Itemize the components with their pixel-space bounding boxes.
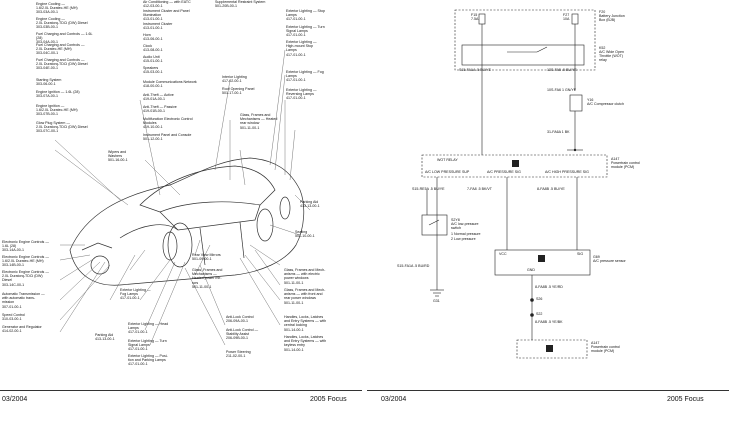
sensor-pin-vcc: VCC [499, 252, 507, 256]
label-wipers-washers: Wipers and Washers 501-16-00-1 [108, 150, 128, 163]
label-power-windows: Glass, Frames and Mech- anisms — with el… [284, 268, 326, 285]
label-fuel-charging-b: Fuel Charging and Controls — 2.0L Durate… [36, 43, 85, 56]
box-pcm-lower: A147 Powertrain control module (PCM) [591, 341, 620, 353]
label-turn-signal-lamps-rear: Exterior Lighting — Turn Signal Lamps 41… [286, 25, 325, 38]
fuse-f15: F15 7.5A [471, 13, 479, 21]
box-low-pressure-switch: S2Y8 A/C low-pressure switch [451, 218, 479, 230]
label-heated-rear-window: Glass, Frames and Mechanisms — Heated re… [240, 113, 278, 130]
switch-legend-2: 2 Low pressure [451, 237, 476, 241]
pcm-pin-pressure-sig: A/C PRESSURE SIG [487, 170, 521, 174]
label-roof-opening-panel: Roof Opening Panel 501-17-00-1 [222, 87, 255, 96]
label-engine-cooling-a: Engine Cooling — 1.6/2.0L Duratec-HE (MH… [36, 2, 78, 15]
label-air-conditioning: Air Conditioning — with EATC 412-03-00-1 [143, 0, 191, 9]
label-anti-theft-active: Anti-Theft — Active 419-01A-00-1 [143, 93, 174, 102]
wire-label-3: 10S-FA6 1 GN/YE [547, 88, 577, 92]
fuse-f27: F27 10A [563, 13, 570, 21]
label-fuel-charging-a: Fuel Charging and Controls — 1.6L (28) 3… [36, 32, 93, 45]
label-fog-lamps-front: Exterior Lighting — Fog Lamps 417-01-00-… [120, 288, 151, 301]
label-engine-cooling-b: Engine Cooling — 2.0L Duratorq-TDCi (DW)… [36, 17, 88, 30]
label-fuel-charging-c: Fuel Charging and Controls — 2.0L Durato… [36, 58, 88, 71]
label-engine-ignition-b: Engine Ignition — 1.6/2.0L Duratec-HE (M… [36, 104, 78, 117]
label-rear-view-mirrors: Rear View Mirrors 501-09-00-1 [192, 253, 221, 262]
label-speed-control: Speed Control 310-03-00-1 [2, 313, 25, 322]
wire-label-10: 8-FA8B .5 YE/BK [535, 320, 563, 324]
label-instrument-cluster: Instrument Cluster 413-01-00-1 [143, 22, 173, 31]
wire-label-2: 13S-FA5 .5 BU/YE [547, 68, 577, 72]
box-compressor-clutch: Y16 A/C Compressor clutch [587, 98, 624, 106]
label-front-rear-windows: Glass, Frames and Mech- anisms — with fr… [284, 288, 326, 305]
wire-label-9: 8-FA8B .5 YE/RD [535, 285, 563, 289]
label-engine-ignition-a: Engine Ignition — 1.6L (28) 303-07A-00-1 [36, 90, 80, 99]
label-anti-lock-control: Anti-Lock Control 206-09A-00-1 [226, 315, 254, 324]
label-electronic-engine-a: Electronic Engine Controls — 1.6L (28) 3… [2, 240, 49, 253]
car-illustration [54, 49, 311, 346]
footer-rule [0, 390, 362, 391]
footer-model-right: 2005 Focus [667, 396, 704, 403]
label-module-communications: Module Communications Network 418-00-00-… [143, 80, 197, 89]
label-automatic-transmission: Automatic Transmission — with automatic … [2, 292, 45, 309]
label-central-locking: Handles, Locks, Latches and Entry System… [284, 315, 327, 332]
wire-label-7: 8-FA8B .5 BU/YE [537, 187, 565, 191]
label-speakers: Speakers 415-03-00-1 [143, 66, 163, 75]
box-pcm-upper: A147 Powertrain control module (PCM) [611, 157, 640, 169]
label-power-steering: Power Steering 211-02-00-1 [226, 350, 251, 359]
sensor-pin-gnd: GND [527, 268, 535, 272]
label-fog-lamps-rear: Exterior Lighting — Fog Lamps 417-01-00-… [286, 70, 324, 83]
label-clock: Clock 413-08-00-1 [143, 44, 163, 53]
label-supplemental-restraint: Supplemental Restraint System 501-20B-00… [215, 0, 266, 9]
label-turn-signal-front: Exterior Lighting — Turn Signal Lamps 41… [128, 339, 167, 352]
label-parking-aid-front: Parking Aid 413-13-00-1 [95, 333, 115, 342]
label-keyless-entry: Handles, Locks, Latches and Entry System… [284, 335, 327, 352]
label-electronic-engine-b: Electronic Engine Controls — 1.6/2.0L Du… [2, 255, 49, 268]
footer-rule-right [367, 390, 729, 391]
label-multifunction-modules: Multifunction Electronic Control Modules… [143, 117, 193, 130]
label-head-lamps: Exterior Lighting — Head Lamps 417-01-00… [128, 322, 169, 335]
label-instrument-panel: Instrument Panel and Console 501-12-00-1 [143, 133, 192, 142]
footer-date: 03/2004 [2, 396, 28, 403]
right-page: F15 7.5A F27 10A F20 Battery Junction Bo… [367, 0, 729, 420]
wire-label-8: S15-FA1A .5 BU/RD [397, 264, 430, 268]
label-reversing-lamps: Exterior Lighting — Reversing Lamps 417-… [286, 88, 317, 101]
wire-label-1: S15-FA1A .5 BU/YE [459, 68, 491, 72]
footer-date-right: 03/2004 [381, 396, 407, 403]
wire-label-6: 7-FA8 .5 BK/VT [467, 187, 492, 191]
label-generator-regulator: Generator and Regulator 414-02-00-1 [2, 325, 42, 334]
wire-label-5: S15-RE5A .5 BU/YE [412, 187, 445, 191]
ground-g31: G31 [433, 299, 440, 303]
wire-label-4: 31-FA6A 1 BK [547, 130, 570, 134]
label-starting-system: Starting System 303-06-00-1 [36, 78, 62, 87]
label-audio-unit: Audio Unit 415-01-00-1 [143, 55, 163, 64]
label-horn: Horn 413-06-00-1 [143, 33, 163, 42]
label-heated-mirrors: Glass, Frames and Mechanisms — Heated po… [192, 268, 223, 289]
splice-s22: S22 [536, 312, 543, 316]
splice-s26: S26 [536, 297, 543, 301]
label-electronic-engine-c: Electronic Engine Controls — 2.0L Durato… [2, 270, 49, 287]
label-position-parking-lamps: Exterior Lighting — Posi- tion and Parki… [128, 354, 168, 367]
pcm-pin-wot-relay: WOT RELAY [437, 158, 458, 162]
footer-model: 2005 Focus [310, 396, 347, 403]
label-seating: Seating 501-10-00-1 [295, 230, 315, 239]
label-anti-theft-passive: Anti-Theft — Passive 419-01B-00-1 [143, 105, 177, 114]
label-stop-lamps: Exterior Lighting — Stop Lamps 417-01-00… [286, 9, 325, 22]
label-stability-assist: Anti-Lock Control — Stability Assist 206… [226, 328, 259, 341]
label-cluster-illumination: Instrument Cluster and Panel Illuminatio… [143, 9, 190, 22]
box-wot-relay: K52 A/C Wide Open Throttle (WOT) relay [599, 46, 624, 62]
label-glow-plug: Glow Plug System — 2.0L Duratorq-TDCi (D… [36, 121, 88, 134]
pcm-pin-low-sup: A/C LOW PRESSURE SUP [425, 170, 470, 174]
pcm-pin-high-sig: A/C HIGH PRESSURE SIG [545, 170, 589, 174]
box-bjb: F20 Battery Junction Box (BJB) [599, 10, 625, 22]
label-parking-aid-rear: Parking Aid 413-13-00-1 [300, 200, 320, 209]
left-page: Engine Cooling — 1.6/2.0L Duratec-HE (MH… [0, 0, 362, 420]
wiring-diagram [421, 9, 608, 359]
label-high-mount-stop: Exterior Lighting — High-mount Stop Lamp… [286, 40, 317, 57]
switch-legend-1: 1 Normal pressure [451, 232, 481, 236]
sensor-pin-sig: SIG [577, 252, 584, 256]
label-interior-lighting: Interior Lighting 417-02-00-1 [222, 75, 247, 84]
box-pressure-sensor: G69 A/C pressure sensor [593, 255, 626, 263]
